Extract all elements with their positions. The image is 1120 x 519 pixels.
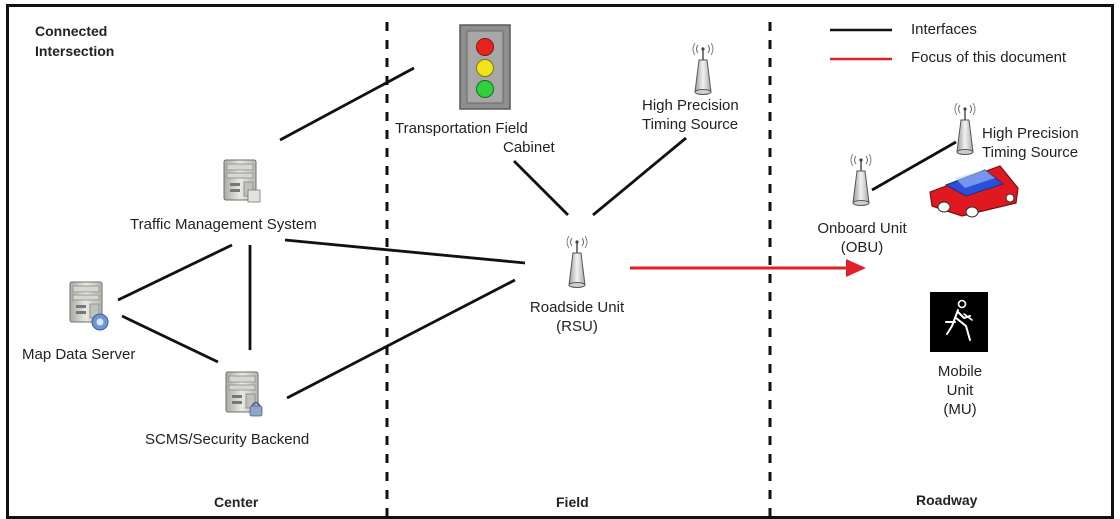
- timing-source-field-line2: Timing Source: [642, 116, 739, 133]
- mobile-unit-label: Mobile Unit (MU): [925, 362, 995, 419]
- field-cabinet-label-line2: Cabinet: [503, 139, 555, 156]
- server-icon: [69, 281, 109, 331]
- diagram-title-line2: Intersection: [35, 43, 115, 59]
- car-icon: [929, 165, 1019, 218]
- legend-interfaces-label: Interfaces: [911, 21, 977, 38]
- region-center-label: Center: [214, 494, 259, 510]
- link-cabinet-rsu: [513, 160, 569, 216]
- rsu-label-line1: Roadside Unit: [529, 299, 625, 316]
- mobile-unit-label-line3: (MU): [943, 401, 977, 418]
- antenna-icon: [692, 42, 714, 96]
- timing-source-road-line2: Timing Source: [982, 144, 1079, 161]
- legend-focus-label: Focus of this document: [911, 49, 1067, 66]
- link-map-scms: [121, 314, 219, 364]
- link-scms-rsu: [286, 278, 516, 400]
- obu-label: Onboard Unit (OBU): [800, 219, 924, 257]
- timing-source-road-label: High Precision Timing Source: [982, 124, 1079, 162]
- interface-lines: [117, 66, 957, 400]
- obu-label-line2: (OBU): [840, 239, 884, 256]
- link-timing-rsu: [592, 136, 687, 217]
- region-roadway-label: Roadway: [916, 492, 978, 508]
- obu-label-line1: Onboard Unit: [817, 220, 907, 237]
- traffic-management-system-label: Traffic Management System: [130, 216, 317, 233]
- rsu-label-line2: (RSU): [556, 318, 598, 335]
- field-cabinet-label: Transportation Field Cabinet: [395, 119, 575, 157]
- link-obu-timing: [871, 140, 957, 192]
- timing-source-field-line1: High Precision: [642, 97, 739, 114]
- link-tms-cabinet: [279, 66, 415, 142]
- region-field-label: Field: [556, 494, 589, 510]
- diagram-frame: [6, 4, 1114, 519]
- diagram-title-line1: Connected: [35, 23, 108, 39]
- timing-source-field-label: High Precision Timing Source: [642, 96, 739, 134]
- map-data-server-label: Map Data Server: [22, 346, 136, 363]
- antenna-icon: [566, 235, 588, 289]
- link-tms-rsu: [284, 238, 526, 265]
- server-icon: [225, 371, 263, 417]
- field-cabinet-label-line1: Transportation Field: [395, 120, 528, 137]
- pedestrian-icon: [930, 292, 988, 352]
- focus-arrow: [630, 259, 866, 277]
- antenna-icon: [850, 153, 872, 207]
- traffic-light-icon: [459, 24, 511, 110]
- mobile-unit-label-line2: Unit: [946, 382, 974, 399]
- rsu-label: Roadside Unit (RSU): [512, 298, 642, 336]
- timing-source-road-line1: High Precision: [982, 125, 1079, 142]
- server-icon: [223, 159, 261, 203]
- link-map-tms: [117, 243, 233, 302]
- scms-backend-label: SCMS/Security Backend: [145, 431, 310, 448]
- mobile-unit-label-line1: Mobile: [937, 363, 983, 380]
- antenna-icon: [954, 102, 976, 156]
